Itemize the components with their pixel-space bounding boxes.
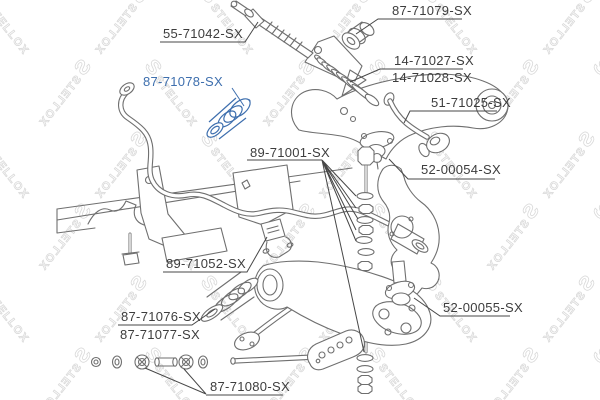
brand-watermark: SSTELLOX: [31, 200, 96, 275]
brand-watermark: SSTELLOX: [479, 344, 544, 400]
part-label-52-00054-sx: 52-00054-SX: [421, 162, 501, 177]
brand-watermark: SSTELLOX: [31, 56, 96, 131]
bushing-kit-row-drawing: [90, 354, 209, 370]
link-lower-washers-drawing: [356, 354, 374, 395]
lower-control-arm-drawing: [234, 260, 432, 351]
lower-arm-bushing-drawing: [200, 271, 259, 322]
crossmember-drawing: [56, 164, 353, 266]
brand-watermark: SSTELLOX: [364, 344, 429, 400]
brand-watermark: SSTELLOX: [87, 0, 152, 59]
diagram-line-art: [56, 0, 509, 395]
stabilizer-clamp-drawing: [260, 218, 294, 258]
part-label-89-71052-sx: 89-71052-SX: [166, 256, 246, 271]
stabilizer-bar-drawing: [118, 82, 394, 228]
part-label-14-71027-sx: 14-71027-SX: [394, 53, 474, 68]
brand-watermark: SSTELLOX: [0, 128, 37, 203]
brand-watermark: SSTELLOX: [588, 200, 600, 275]
steering-boot-drawing: [314, 54, 380, 107]
brand-watermark: SSTELLOX: [140, 344, 205, 400]
part-label-51-71025-sx: 51-71025-SX: [431, 95, 511, 110]
lower-ball-joint-drawing: [384, 260, 416, 306]
part-label-87-71080-sx: 87-71080-SX: [210, 379, 290, 394]
part-label-14-71028-sx: 14-71028-SX: [392, 70, 472, 85]
brand-watermark: SSTELLOX: [535, 128, 600, 203]
part-label-55-71042-sx: 55-71042-SX: [163, 26, 243, 41]
part-label-52-00055-sx: 52-00055-SX: [443, 300, 523, 315]
brand-watermark: SSTELLOX: [0, 0, 37, 59]
brand-watermark: SSTELLOX: [535, 0, 600, 59]
part-label-87-71078-sx-highlighted[interactable]: 87-71078-SX: [143, 74, 223, 89]
strut-rod-drawing: [230, 329, 365, 371]
part-label-87-71076-sx: 87-71076-SX: [121, 309, 201, 324]
stabilizer-bushing-highlight-drawing: [206, 97, 251, 140]
brand-watermark: SSTELLOX: [588, 344, 600, 400]
inner-tie-rod-drawing: [230, 0, 314, 59]
brand-watermark: SSTELLOX: [31, 344, 96, 400]
label-leader-lines: [118, 18, 510, 396]
brand-watermark: SSTELLOX: [588, 56, 600, 131]
part-label-89-71001-sx: 89-71001-SX: [250, 145, 330, 160]
tie-rod-end-drawing: [383, 92, 450, 158]
brand-watermark: SSTELLOX: [0, 272, 37, 347]
part-label-87-71077-sx: 87-71077-SX: [120, 327, 200, 342]
brand-watermark: SSTELLOX: [535, 272, 600, 347]
brand-watermark: SSTELLOX: [479, 200, 544, 275]
part-label-87-71079-sx: 87-71079-SX: [392, 3, 472, 18]
brand-watermark: SSTELLOX: [140, 56, 205, 131]
